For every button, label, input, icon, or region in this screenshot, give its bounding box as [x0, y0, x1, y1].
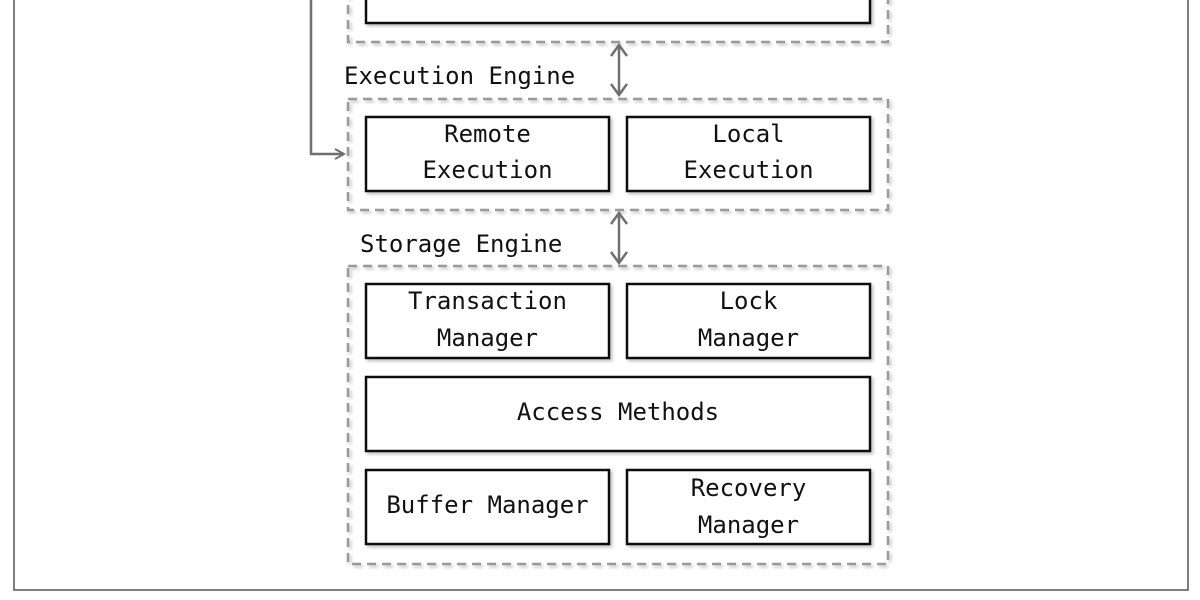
local-execution-box: Local Execution: [625, 115, 872, 193]
lock-manager-label-line1: Lock: [720, 287, 778, 315]
bidirectional-arrow-lower: [609, 210, 629, 266]
side-connector-arrow: [309, 0, 344, 154]
transaction-manager-label-line1: Transaction: [408, 287, 567, 315]
lock-manager-box: Lock Manager: [625, 282, 872, 360]
remote-execution-box: Remote Execution: [364, 115, 611, 193]
recovery-manager-box: Recovery Manager: [625, 468, 872, 546]
remote-execution-label-line2: Execution: [422, 156, 552, 184]
access-methods-label: Access Methods: [517, 398, 719, 426]
outer-frame: [13, 0, 1189, 591]
top-dashed-group: [346, 0, 890, 44]
execution-engine-group: [346, 97, 890, 212]
lock-manager-label-line2: Manager: [698, 324, 799, 352]
recovery-manager-label-line1: Recovery: [691, 474, 807, 502]
execution-engine-label: Execution Engine: [344, 62, 575, 90]
bidirectional-arrow-upper: [609, 42, 629, 98]
recovery-manager-label-line2: Manager: [698, 511, 799, 539]
local-execution-label-line1: Local: [712, 120, 784, 148]
storage-engine-label: Storage Engine: [360, 230, 562, 258]
top-component-box: [364, 0, 872, 25]
local-execution-label-line2: Execution: [683, 156, 813, 184]
remote-execution-label-line1: Remote: [444, 120, 531, 148]
transaction-manager-label-line2: Manager: [437, 324, 538, 352]
buffer-manager-box: Buffer Manager: [364, 468, 611, 546]
buffer-manager-label: Buffer Manager: [386, 491, 588, 519]
access-methods-box: Access Methods: [364, 375, 872, 453]
transaction-manager-box: Transaction Manager: [364, 282, 611, 360]
storage-engine-group: [346, 264, 890, 566]
